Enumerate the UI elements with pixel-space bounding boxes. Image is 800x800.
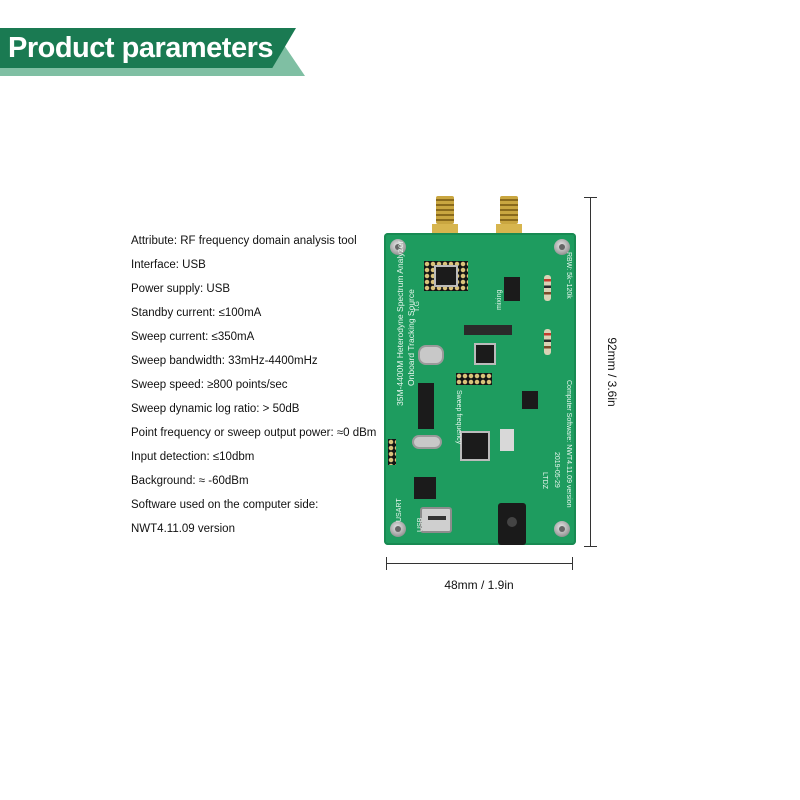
board-title-line1: 35M-4400M Heterodyne Spectrum Analyzer [395,240,405,406]
height-dimension-line [590,197,591,546]
spec-attribute: Attribute: RF frequency domain analysis … [131,235,357,247]
switch [500,429,514,451]
mounting-screw [554,239,570,255]
resistor [544,275,551,301]
mixer-chip [504,277,520,301]
spec-power-supply: Power supply: USB [131,283,231,295]
resistor [544,329,551,355]
height-dimension-cap [584,197,597,198]
usb-port [420,507,452,533]
ic-dip [418,383,434,429]
spec-sweep-bandwidth: Sweep bandwidth: 33mHz-4400mHz [131,355,318,367]
board-rbw-label: RBW: 5k~120k [565,252,572,299]
spec-dynamic-ratio: Sweep dynamic log ratio: > 50dB [131,403,300,415]
board-maker-label: LTDZ [541,472,548,489]
pll-chip [436,267,456,285]
height-dimension-cap [584,546,597,547]
width-dimension-cap [386,557,387,570]
usart-header [388,439,396,465]
board-tg-label: T.G [414,301,421,312]
spec-input-detection: Input detection: ≤10dbm [131,451,255,463]
spec-sweep-speed: Sweep speed: ≥800 points/sec [131,379,288,391]
spec-standby-current: Standby current: ≤100mA [131,307,262,319]
board-software-label: Computer Software: NWT4.11.09 version [565,380,572,508]
board-sweep-label: Sweep frequency [455,390,462,445]
crystal [412,435,442,449]
spec-output-power: Point frequency or sweep output power: ≈… [131,427,377,439]
spec-background: Background: ≈ -60dBm [131,475,249,487]
spec-sweep-current: Sweep current: ≤350mA [131,331,255,343]
smd-row [464,325,512,335]
lo-chip [476,345,494,363]
mounting-screw [554,521,570,537]
oscillator [418,345,444,365]
mounting-screw [390,521,406,537]
board-mixing-label: mixing [496,289,503,310]
board-usart-label: USART [396,498,403,522]
pcb-board-image [384,233,576,545]
mounting-screw [390,239,406,255]
audio-jack [498,503,526,545]
spec-software: Software used on the computer side: [131,499,319,511]
width-dimension-cap [572,557,573,570]
height-dimension-label: 92mm / 3.6in [605,337,619,407]
board-usb-label: USB [417,517,424,532]
spec-interface: Interface: USB [131,259,206,271]
mcu-chip [462,433,488,459]
page-title: Product parameters [8,31,274,64]
banner: Product parameters [0,28,296,68]
spec-software-version: NWT4.11.09 version [131,523,235,535]
ldo-chip [414,477,436,499]
width-dimension-line [386,563,573,564]
width-dimension-label: 48mm / 1.9in [444,578,514,592]
regulator [522,391,538,409]
board-date-label: 2019-05-29 [553,452,560,488]
spec-list: Attribute: RF frequency domain analysis … [131,233,391,545]
pin-header [456,373,492,385]
